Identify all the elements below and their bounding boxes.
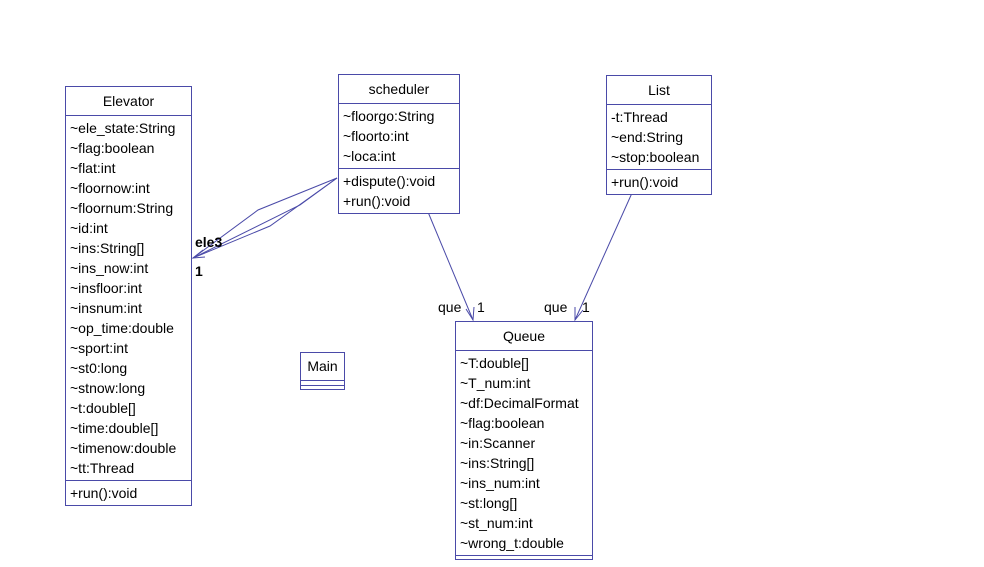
- attribute: ~insfloor:int: [70, 280, 142, 296]
- attribute: ~flag:boolean: [460, 415, 545, 431]
- multiplicity-label-elevator: 1: [195, 263, 203, 279]
- multiplicity-label-queue-list: 1: [582, 299, 590, 315]
- attribute: ~insnum:int: [70, 300, 142, 316]
- attribute: ~ins_now:int: [70, 260, 149, 276]
- attribute: ~t:double[]: [70, 400, 136, 416]
- attribute: ~time:double[]: [70, 420, 159, 436]
- class-name: List: [607, 76, 711, 105]
- attributes-compartment: [301, 381, 344, 386]
- attribute: ~st0:long: [70, 360, 128, 376]
- attribute: ~timenow:double: [70, 440, 177, 456]
- class-main[interactable]: Main: [300, 352, 345, 390]
- attribute: ~floorto:int: [343, 128, 409, 144]
- operation: +run():void: [611, 174, 679, 190]
- role-label-ele3: ele3: [195, 234, 223, 250]
- attribute: ~loca:int: [343, 148, 396, 164]
- arrowhead-elevator: [191, 249, 206, 259]
- attribute: ~floorgo:String: [343, 108, 435, 124]
- class-scheduler[interactable]: scheduler ~floorgo:String ~floorto:int ~…: [338, 74, 460, 214]
- operations-compartment: [456, 556, 592, 559]
- attribute: ~floornow:int: [70, 180, 150, 196]
- class-queue[interactable]: Queue ~T:double[] ~T_num:int ~df:Decimal…: [455, 321, 593, 560]
- assoc-line-scheduler-elevator-3: [192, 177, 338, 259]
- arrowhead-queue-from-list: [574, 307, 584, 322]
- operations-compartment: +run():void: [607, 170, 711, 194]
- attribute: ~tt:Thread: [70, 460, 135, 476]
- arrowhead-queue-from-scheduler: [465, 306, 475, 322]
- class-elevator[interactable]: Elevator ~ele_state:String ~flag:boolean…: [65, 86, 192, 506]
- operations-compartment: +dispute():void +run():void: [339, 169, 459, 213]
- attribute: ~st_num:int: [460, 515, 533, 531]
- attribute: ~st:long[]: [460, 495, 518, 511]
- assoc-line-scheduler-elevator-1: [192, 177, 338, 259]
- attribute: ~in:Scanner: [460, 435, 536, 451]
- attribute: ~T_num:int: [460, 375, 531, 391]
- attributes-compartment: -t:Thread ~end:String ~stop:boolean: [607, 105, 711, 170]
- attribute: ~ins:String[]: [460, 455, 535, 471]
- attribute: ~ins:String[]: [70, 240, 145, 256]
- role-label-que-scheduler: que: [438, 299, 462, 315]
- assoc-line-list-queue: [574, 192, 633, 321]
- attribute: ~end:String: [611, 129, 683, 145]
- attribute: ~wrong_t:double: [460, 535, 564, 551]
- operation: +run():void: [343, 193, 411, 209]
- attributes-compartment: ~floorgo:String ~floorto:int ~loca:int: [339, 104, 459, 169]
- attribute: ~stnow:long: [70, 380, 146, 396]
- attribute: ~ele_state:String: [70, 120, 176, 136]
- attribute: ~flag:boolean: [70, 140, 155, 156]
- attribute: ~T:double[]: [460, 355, 529, 371]
- attributes-compartment: ~ele_state:String ~flag:boolean ~flat:in…: [66, 116, 191, 481]
- class-name: scheduler: [339, 75, 459, 104]
- attribute: ~sport:int: [70, 340, 128, 356]
- attribute: ~flat:int: [70, 160, 116, 176]
- class-list[interactable]: List -t:Thread ~end:String ~stop:boolean…: [606, 75, 712, 195]
- class-name: Main: [301, 353, 344, 381]
- attributes-compartment: ~T:double[] ~T_num:int ~df:DecimalFormat…: [456, 351, 592, 556]
- multiplicity-label-queue-scheduler: 1: [477, 299, 485, 315]
- operations-compartment: +run():void: [66, 481, 191, 505]
- operation: +dispute():void: [343, 173, 436, 189]
- operations-compartment: [301, 386, 344, 390]
- assoc-line-scheduler-queue: [427, 211, 474, 321]
- attribute: ~id:int: [70, 220, 108, 236]
- operation: +run():void: [70, 485, 138, 501]
- attribute: ~op_time:double: [70, 320, 174, 336]
- attribute: ~df:DecimalFormat: [460, 395, 579, 411]
- attribute: -t:Thread: [611, 109, 668, 125]
- class-name: Queue: [456, 322, 592, 351]
- attribute: ~stop:boolean: [611, 149, 700, 165]
- attribute: ~ins_num:int: [460, 475, 540, 491]
- class-name: Elevator: [66, 87, 191, 116]
- attribute: ~floornum:String: [70, 200, 174, 216]
- role-label-que-list: que: [544, 299, 568, 315]
